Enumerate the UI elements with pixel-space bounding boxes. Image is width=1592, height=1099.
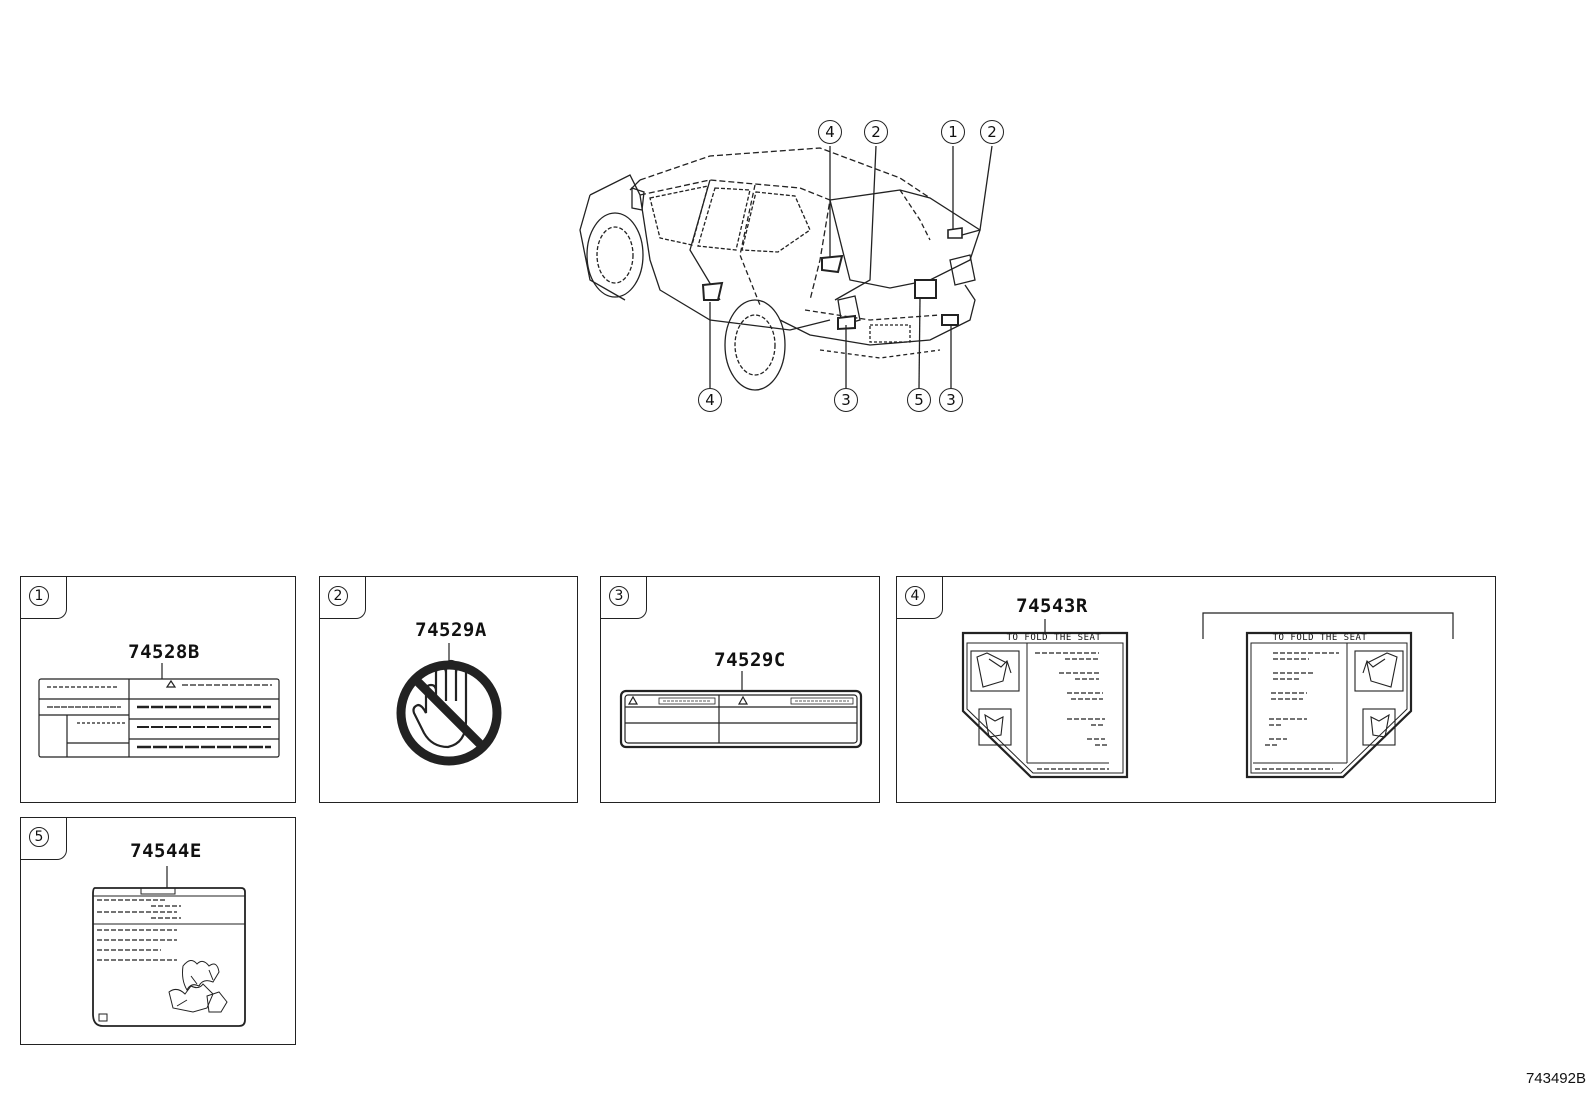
callout-4-top: 4	[818, 120, 842, 144]
vehicle-svg	[579, 145, 993, 391]
callout-5-bottom: 5	[907, 388, 931, 412]
panel-4-part-number: 74543R	[1016, 595, 1088, 617]
panel-1-tab: 1	[21, 577, 67, 619]
panel-1-number: 1	[29, 586, 49, 606]
panel-5: 5 74544E	[20, 817, 296, 1045]
panel-4-number: 4	[905, 586, 925, 606]
seat-label-left-outline	[961, 619, 1129, 779]
label-74544E-graphic	[92, 866, 246, 1027]
callout-3-bottom-right: 3	[939, 388, 963, 412]
label-74529C-graphic	[619, 671, 863, 749]
callout-2-top-left: 2	[864, 120, 888, 144]
panel-3: 3 74529C	[600, 576, 880, 803]
panel-5-number: 5	[29, 827, 49, 847]
seat-label-right-outline	[1245, 631, 1413, 779]
panel-1: 1 74528B	[20, 576, 296, 803]
seat-label-left-title: TO FOLD THE SEAT	[1006, 633, 1102, 643]
panel-3-number: 3	[609, 586, 629, 606]
seat-label-right-title: TO FOLD THE SEAT	[1272, 633, 1368, 643]
panel-1-part-number: 74528B	[128, 641, 200, 663]
drawing-id: 743492B	[1525, 1070, 1586, 1087]
no-touch-hand-icon	[396, 643, 502, 766]
label-74528B-graphic	[38, 663, 280, 758]
callout-1-top: 1	[941, 120, 965, 144]
panel-5-tab: 5	[21, 818, 67, 860]
panel-5-part-number: 74544E	[130, 840, 202, 862]
panel-4: 4 74543R	[896, 576, 1496, 803]
panel-2-tab: 2	[320, 577, 366, 619]
panel-2-number: 2	[328, 586, 348, 606]
panel-2: 2 74529A	[319, 576, 578, 803]
panel-3-part-number: 74529C	[714, 649, 786, 671]
callout-2-top-right: 2	[980, 120, 1004, 144]
panel-2-part-number: 74529A	[415, 619, 487, 641]
seat-label-right: TO FOLD THE SEAT	[1243, 629, 1415, 781]
vehicle-illustration	[570, 120, 1020, 420]
panel-3-tab: 3	[601, 577, 647, 619]
seat-label-left: TO FOLD THE SEAT	[959, 619, 1131, 781]
label-group-bracket	[1202, 612, 1454, 639]
callout-3-bottom-left: 3	[834, 388, 858, 412]
callout-4-bottom: 4	[698, 388, 722, 412]
panel-4-tab: 4	[897, 577, 943, 619]
